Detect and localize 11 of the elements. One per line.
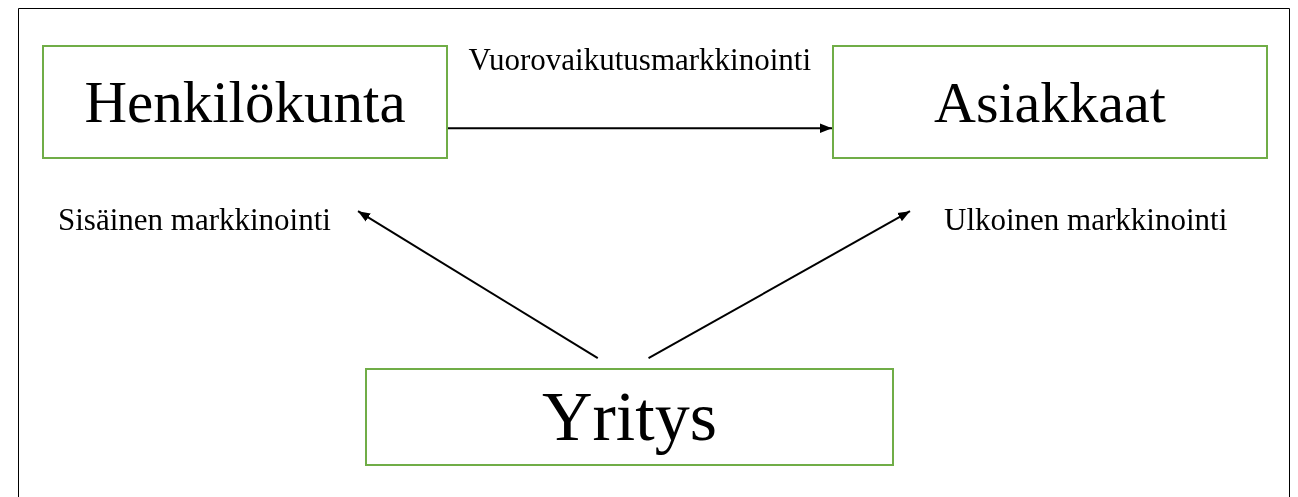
arrow	[357, 210, 599, 360]
arrow	[447, 123, 833, 133]
text-label: Ulkoinen markkinointi	[910, 198, 1260, 242]
process-box	[832, 45, 1268, 159]
text-label: Sisäinen markkinointi	[58, 198, 358, 242]
process-box	[365, 368, 894, 466]
process-box	[42, 45, 448, 159]
box-label: Yritys	[542, 377, 717, 457]
box-label: Asiakkaat	[934, 68, 1166, 136]
arrow	[647, 210, 911, 360]
box-label: Henkilökunta	[84, 67, 406, 137]
